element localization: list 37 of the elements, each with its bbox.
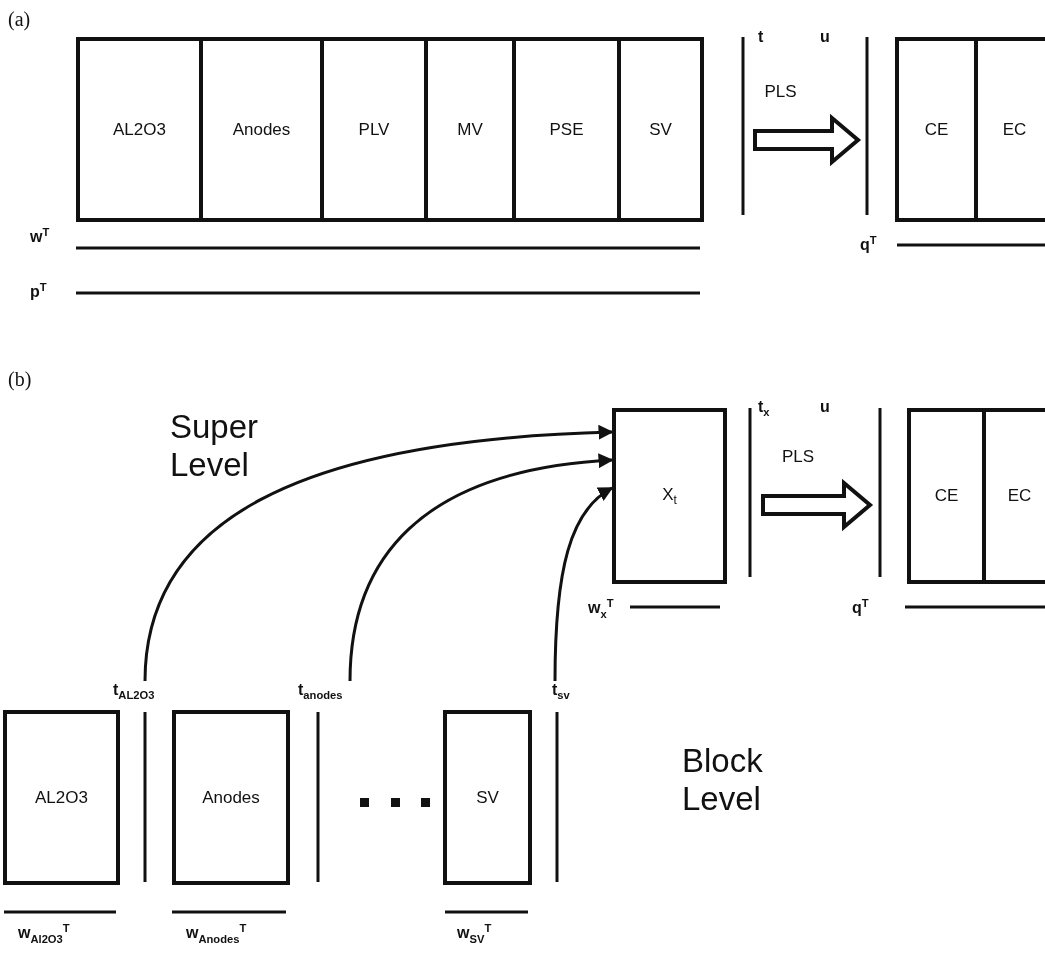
- score-vector-label: t$_{AL2O3}$: [113, 681, 183, 703]
- block-arrow: [761, 478, 874, 532]
- vector-label: t: [758, 28, 764, 46]
- vector-label: q$^{T}$: [860, 234, 877, 255]
- matrix-block: AL2O3: [3, 710, 120, 885]
- matrix-column: MV: [424, 41, 512, 218]
- level-label: Block Level: [682, 742, 764, 818]
- block-arrow: [753, 113, 862, 167]
- panel-label: (b): [8, 368, 32, 391]
- curved-arrow: [348, 453, 614, 682]
- matrix-column: AL2O3: [80, 41, 199, 218]
- matrix-column: EC: [974, 41, 1045, 218]
- level-label: Super Level: [170, 408, 260, 484]
- matrix-column: CE: [911, 412, 982, 580]
- curved-arrow: [143, 425, 614, 682]
- matrix-column: PSE: [512, 41, 617, 218]
- panel-label: (a): [8, 8, 31, 31]
- matrix-block: Anodes: [172, 710, 290, 885]
- data-matrix: [76, 37, 704, 222]
- vector-label: u: [820, 28, 830, 46]
- data-matrix: [907, 408, 1045, 584]
- score-vector-label: t$_{anodes}$: [298, 681, 372, 703]
- vector-label: p$^{T}$: [30, 281, 47, 302]
- matrix-column: CE: [899, 41, 974, 218]
- matrix-column: Anodes: [199, 41, 320, 218]
- vector-label: w$^{T}$: [30, 226, 50, 247]
- matrix-block: X$_{t}$: [612, 408, 727, 584]
- vector-label: t$_{x}$: [758, 398, 770, 419]
- score-vector-label: t$_{sv}$: [552, 681, 596, 703]
- matrix-block: SV: [443, 710, 532, 885]
- vector-label: q$^{T}$: [852, 597, 869, 618]
- matrix-column: PLV: [320, 41, 424, 218]
- curved-arrow: [553, 486, 614, 682]
- data-matrix: [895, 37, 1045, 222]
- matrix-column: EC: [982, 412, 1045, 580]
- vector-label: u: [820, 398, 830, 416]
- matrix-column: SV: [617, 41, 700, 218]
